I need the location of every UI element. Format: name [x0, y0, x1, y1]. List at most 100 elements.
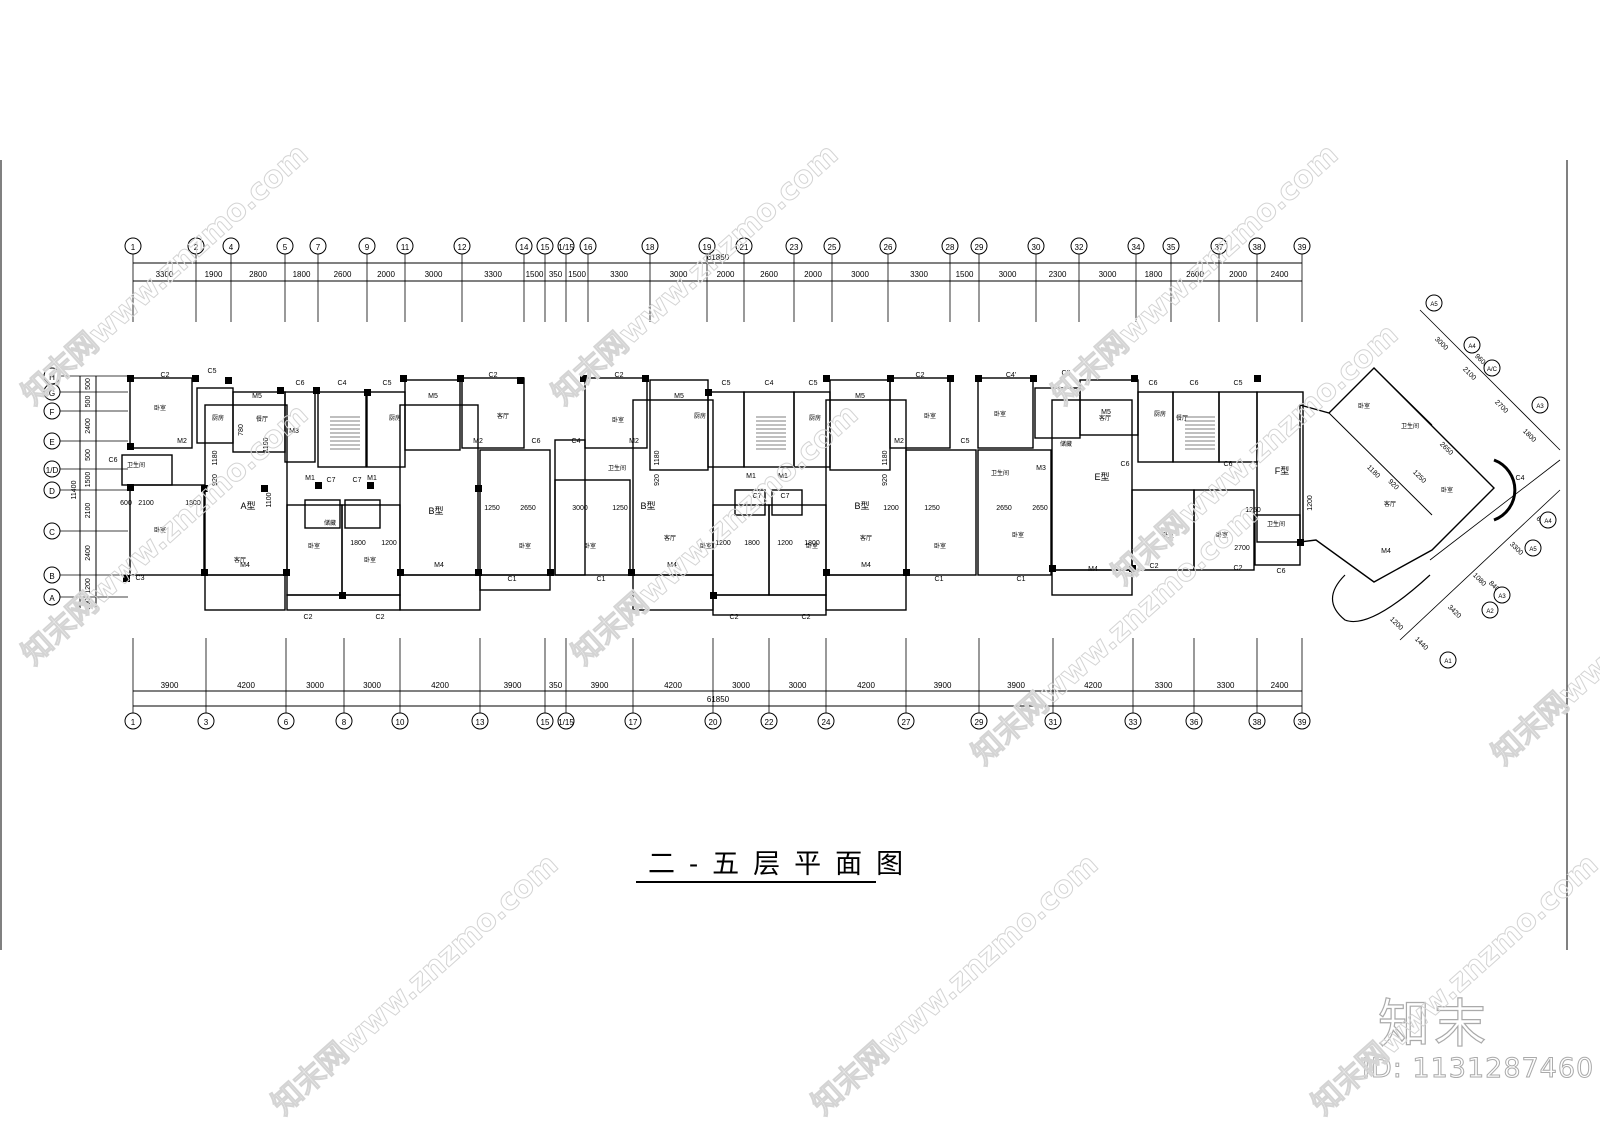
axis-bubble — [1248, 237, 1266, 255]
axis-label: 1 — [131, 718, 136, 727]
wing-dimension-text: 2700 — [1493, 399, 1509, 415]
dimension-text: 2600 — [760, 270, 778, 279]
room-label: 卧室 — [924, 412, 936, 420]
wing-axis-label: A1 — [1444, 659, 1452, 665]
dimension-text: 2000 — [1229, 270, 1247, 279]
unit-type-label: B型 — [640, 501, 655, 511]
dimension-text: 3900 — [934, 681, 952, 690]
axis-bubble — [187, 237, 205, 255]
axis-bubble — [704, 712, 722, 730]
curved-balcony — [1331, 574, 1431, 623]
room-outline — [461, 377, 525, 449]
axis-bubble — [579, 237, 597, 255]
dimension-text: 1800 — [1145, 270, 1163, 279]
inner-dimension-text: 1800 — [350, 540, 366, 547]
axis-label: 2 — [194, 243, 199, 252]
column — [364, 389, 371, 396]
opening-label: M4 — [861, 562, 871, 569]
room-outline — [404, 379, 461, 451]
total-dimension: 61850 — [707, 695, 730, 704]
opening-label: C1 — [508, 576, 517, 583]
axis-bubble — [391, 712, 409, 730]
dimension-text: 500 — [85, 449, 92, 461]
opening-label: C5 — [961, 438, 970, 445]
dimension-text: 2000 — [804, 270, 822, 279]
axis-bubble — [43, 460, 61, 478]
room-label: 储藏 — [1060, 440, 1072, 448]
room-outline — [479, 449, 551, 576]
axis-label: 29 — [975, 243, 984, 252]
opening-label: C5 — [1062, 370, 1071, 377]
opening-label: M1 — [367, 475, 377, 482]
axis-label: 30 — [1032, 243, 1041, 252]
dimension-text: 4200 — [431, 681, 449, 690]
opening-label: C2 — [1234, 565, 1243, 572]
room-outline — [304, 499, 341, 529]
room-label: 客厅 — [497, 412, 509, 420]
column — [475, 485, 482, 492]
room-label: 客厅 — [664, 534, 676, 542]
room-outline — [825, 399, 907, 576]
room-label: 餐厅 — [1176, 414, 1188, 422]
axis-label: F — [50, 408, 55, 417]
inner-dimension-text: 1100 — [263, 437, 270, 452]
opening-label: M3 — [289, 428, 299, 435]
axis-bubble — [222, 237, 240, 255]
wing-dimension-text: 2650 — [1438, 441, 1454, 457]
opening-label: C4 — [338, 380, 347, 387]
room-label: 卧室 — [519, 542, 531, 550]
opening-label: C6 — [1149, 380, 1158, 387]
opening-label: M4 — [240, 562, 250, 569]
opening-label: C2 — [802, 614, 811, 621]
axis-bubble — [1124, 712, 1142, 730]
dimension-text: 2400 — [1271, 681, 1289, 690]
axis-bubble — [309, 237, 327, 255]
axis-bubble — [335, 712, 353, 730]
axis-bubble — [1027, 237, 1045, 255]
axis-label: 1/15 — [558, 243, 574, 252]
wing-wall — [1373, 367, 1433, 426]
axis-bubble — [471, 712, 489, 730]
room-label: 客厅 — [1384, 500, 1396, 508]
axis-bubble — [1044, 712, 1062, 730]
column — [400, 375, 407, 382]
axis-label: 39 — [1298, 718, 1307, 727]
axis-label: 34 — [1132, 243, 1141, 252]
axis-label: 18 — [646, 243, 655, 252]
axis-label: D — [49, 487, 55, 496]
unit-type-label: F型 — [1275, 466, 1290, 476]
dimension-text: 1500 — [526, 270, 544, 279]
column — [1030, 375, 1037, 382]
axis-label: 1 — [131, 243, 136, 252]
axis-label: 20 — [709, 718, 718, 727]
axis-label: 24 — [822, 718, 831, 727]
wing-wall — [1328, 412, 1433, 516]
inner-dimension-text: 2650 — [996, 505, 1012, 512]
inner-dimension-text: 3000 — [572, 505, 588, 512]
room-outline — [734, 489, 766, 516]
axis-label: 26 — [884, 243, 893, 252]
room-outline — [317, 391, 367, 468]
axis-bubble — [879, 237, 897, 255]
opening-label: C3 — [136, 575, 145, 582]
inner-dimension-text: 2650 — [1032, 505, 1048, 512]
opening-label: C6 — [1190, 380, 1199, 387]
opening-label: C2 — [1150, 563, 1159, 570]
column — [903, 569, 910, 576]
column — [710, 592, 717, 599]
room-outline — [129, 377, 193, 449]
dimension-text: 3000 — [670, 270, 688, 279]
dimension-text: 4200 — [237, 681, 255, 690]
room-outline — [366, 391, 406, 468]
inner-dimension-text: 920 — [882, 474, 889, 486]
dimension-text: 2600 — [334, 270, 352, 279]
axis-bubble — [536, 712, 554, 730]
total-dimension: 61850 — [707, 253, 730, 262]
column — [127, 443, 134, 450]
column — [397, 569, 404, 576]
wing-dimension-text: 920 — [1386, 478, 1399, 491]
dimension-text: 1900 — [205, 270, 223, 279]
wing-axis-label: A4 — [1544, 519, 1552, 525]
axis-label: 38 — [1253, 243, 1262, 252]
